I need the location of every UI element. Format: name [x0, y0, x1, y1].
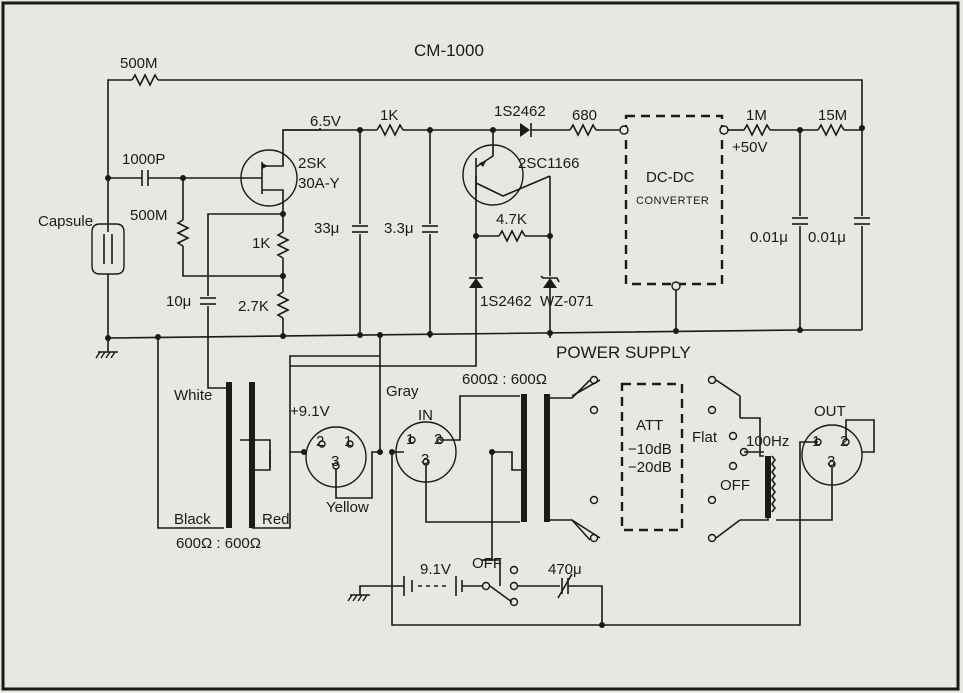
power-switch: [481, 559, 560, 607]
label-r-1m: 1M: [746, 107, 767, 124]
resistor-4k7: [498, 229, 526, 243]
resistor-1k-top: [376, 123, 404, 137]
resistor-15m: [817, 123, 845, 137]
capacitor-10u: [200, 297, 216, 305]
xlr-connector-out: [602, 419, 875, 626]
filter-switch: [728, 417, 764, 471]
inductor-100hz: [740, 455, 776, 521]
pin-label-left-2: 2: [316, 433, 324, 450]
top-feedback-wire: [107, 73, 863, 178]
pin-label-in-1: 1: [406, 431, 414, 448]
diagram-title: CM-1000: [414, 41, 484, 60]
ground-symbol-top: [95, 338, 118, 359]
label-c-3u3: 3.3μ: [384, 220, 414, 237]
label-red: Red: [262, 511, 290, 528]
label-yellow: Yellow: [326, 499, 369, 516]
resistor-500m-top: [131, 73, 159, 87]
label-c-001u-b: 0.01μ: [808, 229, 846, 246]
label-att: ATT: [636, 417, 663, 434]
battery-9v1: [347, 576, 482, 602]
label-white: White: [174, 387, 212, 404]
transistor-2sc1166: [462, 130, 551, 236]
label-v-9v1: +9.1V: [290, 403, 330, 420]
capacitor-33u: [352, 130, 368, 338]
label-imp-right: 600Ω : 600Ω: [462, 371, 547, 388]
label-flat: Flat: [692, 429, 718, 446]
transformer-left: [157, 337, 304, 529]
diode-1s2462-bottom: [289, 236, 483, 452]
diode-1s2462-top: [520, 123, 570, 137]
capacitor-001u-b: [854, 130, 870, 330]
label-c-470u: 470μ: [548, 561, 582, 578]
label-off-filter: OFF: [720, 477, 750, 494]
label-zener: WZ-071: [540, 293, 593, 310]
pin-label-in-2: 2: [434, 431, 442, 448]
dcdc-converter: [619, 114, 729, 330]
resistor-500m-gate: [176, 178, 283, 277]
label-r-1k-source: 1K: [252, 235, 270, 252]
capacitor-470u: [557, 573, 603, 625]
pin-label-out-3: 3: [827, 453, 835, 470]
label-100hz: 100Hz: [746, 433, 789, 450]
label-off-switch: OFF: [472, 555, 502, 572]
label-c-10u: 10μ: [166, 293, 191, 310]
label-dcdc-2: CONVERTER: [636, 195, 709, 207]
xlr-connector-left: [289, 335, 381, 499]
resistor-1m: [743, 123, 771, 137]
label-fet-type: 30A-Y: [298, 175, 340, 192]
pin-label-out-2: 2: [840, 433, 848, 450]
power-supply-title: POWER SUPPLY: [556, 343, 691, 362]
label-att-20db: −20dB: [628, 459, 672, 476]
capacitor-1000p: [108, 170, 240, 186]
label-transistor: 2SC1166: [518, 155, 579, 172]
label-capsule: Capsule: [38, 213, 93, 230]
label-att-10db: −10dB: [628, 441, 672, 458]
label-r-1k-top: 1K: [380, 107, 398, 124]
label-d-1s2462-bottom: 1S2462: [480, 293, 532, 310]
pin-label-in-3: 3: [421, 451, 429, 468]
xlr-connector-in: [391, 395, 602, 626]
label-in: IN: [418, 407, 433, 424]
label-c-33u: 33μ: [314, 220, 339, 237]
resistor-680: [569, 123, 597, 137]
pin-label-left-1: 1: [344, 433, 352, 450]
capacitor-3u3: [422, 130, 438, 338]
label-r-4k7: 4.7K: [496, 211, 527, 228]
label-c-001u-a: 0.01μ: [750, 229, 788, 246]
label-d-1s2462-top: 1S2462: [494, 103, 546, 120]
att-switch: [571, 375, 741, 543]
label-c-1000p: 1000P: [122, 151, 165, 168]
zener-wz071: [540, 275, 560, 338]
label-black: Black: [174, 511, 211, 528]
label-v-50v: +50V: [732, 139, 767, 156]
label-fet-name: 2SK: [298, 155, 326, 172]
capacitor-001u-a: [792, 130, 808, 330]
capsule-mic: [91, 178, 125, 338]
label-out: OUT: [814, 403, 846, 420]
label-r-500m-gate: 500M: [130, 207, 168, 224]
label-r-15m: 15M: [818, 107, 847, 124]
label-r-680: 680: [572, 107, 597, 124]
label-r-2k7: 2.7K: [238, 298, 269, 315]
pin-label-left-3: 3: [331, 453, 339, 470]
label-imp-left: 600Ω : 600Ω: [176, 535, 261, 552]
label-r-500m-top: 500M: [120, 55, 158, 72]
label-dcdc-1: DC-DC: [646, 169, 694, 186]
label-v-6v5: 6.5V: [310, 113, 341, 130]
label-battery: 9.1V: [420, 561, 451, 578]
pin-label-out-1: 1: [812, 433, 820, 450]
label-gray: Gray: [386, 383, 419, 400]
